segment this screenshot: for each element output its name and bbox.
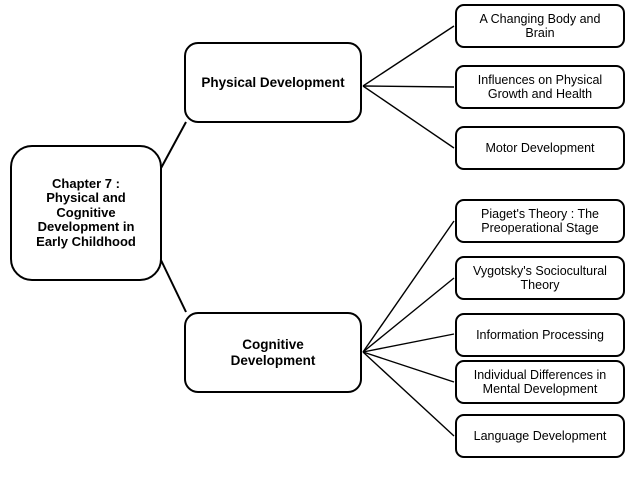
leaf-node-information-processing[interactable]: Information Processing — [455, 313, 625, 357]
leaf-node-label: Information Processing — [476, 328, 604, 342]
edge-physical-to-motor-development — [362, 85, 455, 149]
edge-physical-to-a-changing-body-and-brain — [362, 25, 455, 87]
leaf-node-language-development[interactable]: Language Development — [455, 414, 625, 458]
leaf-node-label: Vygotsky's Sociocultural Theory — [473, 264, 607, 292]
root-node-chapter-7[interactable]: Chapter 7 : Physical and Cognitive Devel… — [10, 145, 162, 281]
leaf-node-piagets-theory-the-preoperational-stage[interactable]: Piaget's Theory : The Preoperational Sta… — [455, 199, 625, 243]
leaf-node-label: Piaget's Theory : The Preoperational Sta… — [481, 207, 599, 235]
branch-node-physical-development[interactable]: Physical Development — [184, 42, 362, 123]
leaf-node-motor-development[interactable]: Motor Development — [455, 126, 625, 170]
edge-cognitive-to-language-development — [362, 351, 455, 437]
edge-physical-to-influences-on-physical-growth-and-health — [362, 85, 455, 88]
edge-cognitive-to-piagets-theory-the-preoperational-stage — [362, 220, 455, 353]
branch-node-label: Physical Development — [201, 74, 345, 90]
branch-node-label: Cognitive Development — [230, 337, 316, 368]
leaf-node-label: Individual Differences in Mental Develop… — [473, 368, 607, 396]
leaf-node-label: A Changing Body and Brain — [479, 12, 601, 40]
root-node-label: Chapter 7 : Physical and Cognitive Devel… — [36, 175, 136, 249]
branch-node-cognitive-development[interactable]: Cognitive Development — [184, 312, 362, 393]
edge-root-to-physical — [159, 121, 187, 171]
leaf-node-influences-on-physical-growth-and-health[interactable]: Influences on Physical Growth and Health — [455, 65, 625, 109]
edge-cognitive-to-information-processing — [362, 333, 455, 353]
leaf-node-a-changing-body-and-brain[interactable]: A Changing Body and Brain — [455, 4, 625, 48]
leaf-node-label: Motor Development — [485, 141, 595, 155]
edge-cognitive-to-vygotskys-sociocultural-theory — [362, 277, 455, 353]
leaf-node-individual-differences-in-mental-development[interactable]: Individual Differences in Mental Develop… — [455, 360, 625, 404]
leaf-node-label: Influences on Physical Growth and Health — [477, 73, 603, 101]
leaf-node-label: Language Development — [473, 429, 607, 443]
edge-cognitive-to-individual-differences-in-mental-development — [362, 351, 455, 383]
leaf-node-vygotskys-sociocultural-theory[interactable]: Vygotsky's Sociocultural Theory — [455, 256, 625, 300]
edge-root-to-cognitive — [159, 257, 187, 313]
